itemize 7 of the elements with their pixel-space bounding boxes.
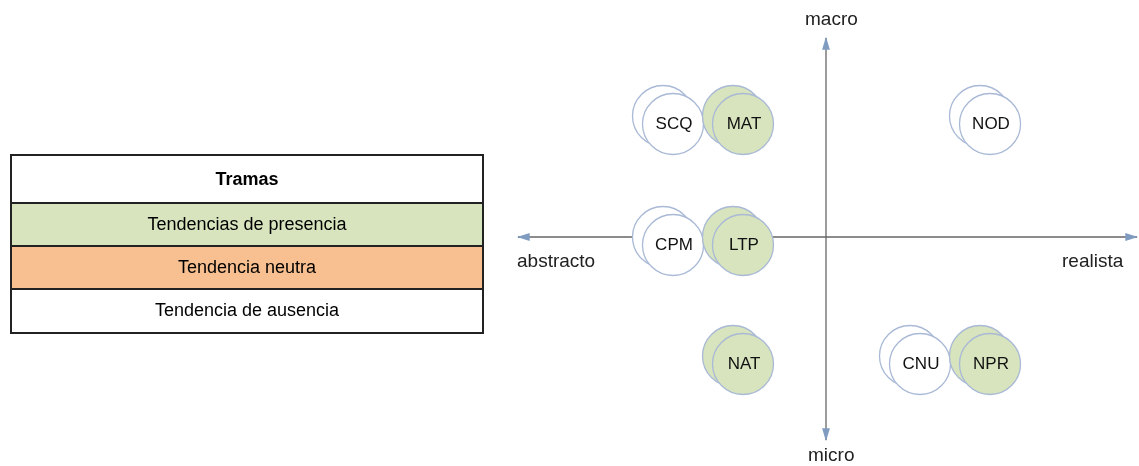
axis-label: micro xyxy=(808,444,855,466)
legend-title: Tramas xyxy=(214,167,280,191)
axis-label: abstracto xyxy=(517,250,596,272)
legend-entry: Tendencias de presencia xyxy=(12,202,482,245)
axis-label: macro xyxy=(805,8,858,30)
legend-entry: Tendencia neutra xyxy=(12,245,482,288)
axis-label: realista xyxy=(1062,250,1124,272)
